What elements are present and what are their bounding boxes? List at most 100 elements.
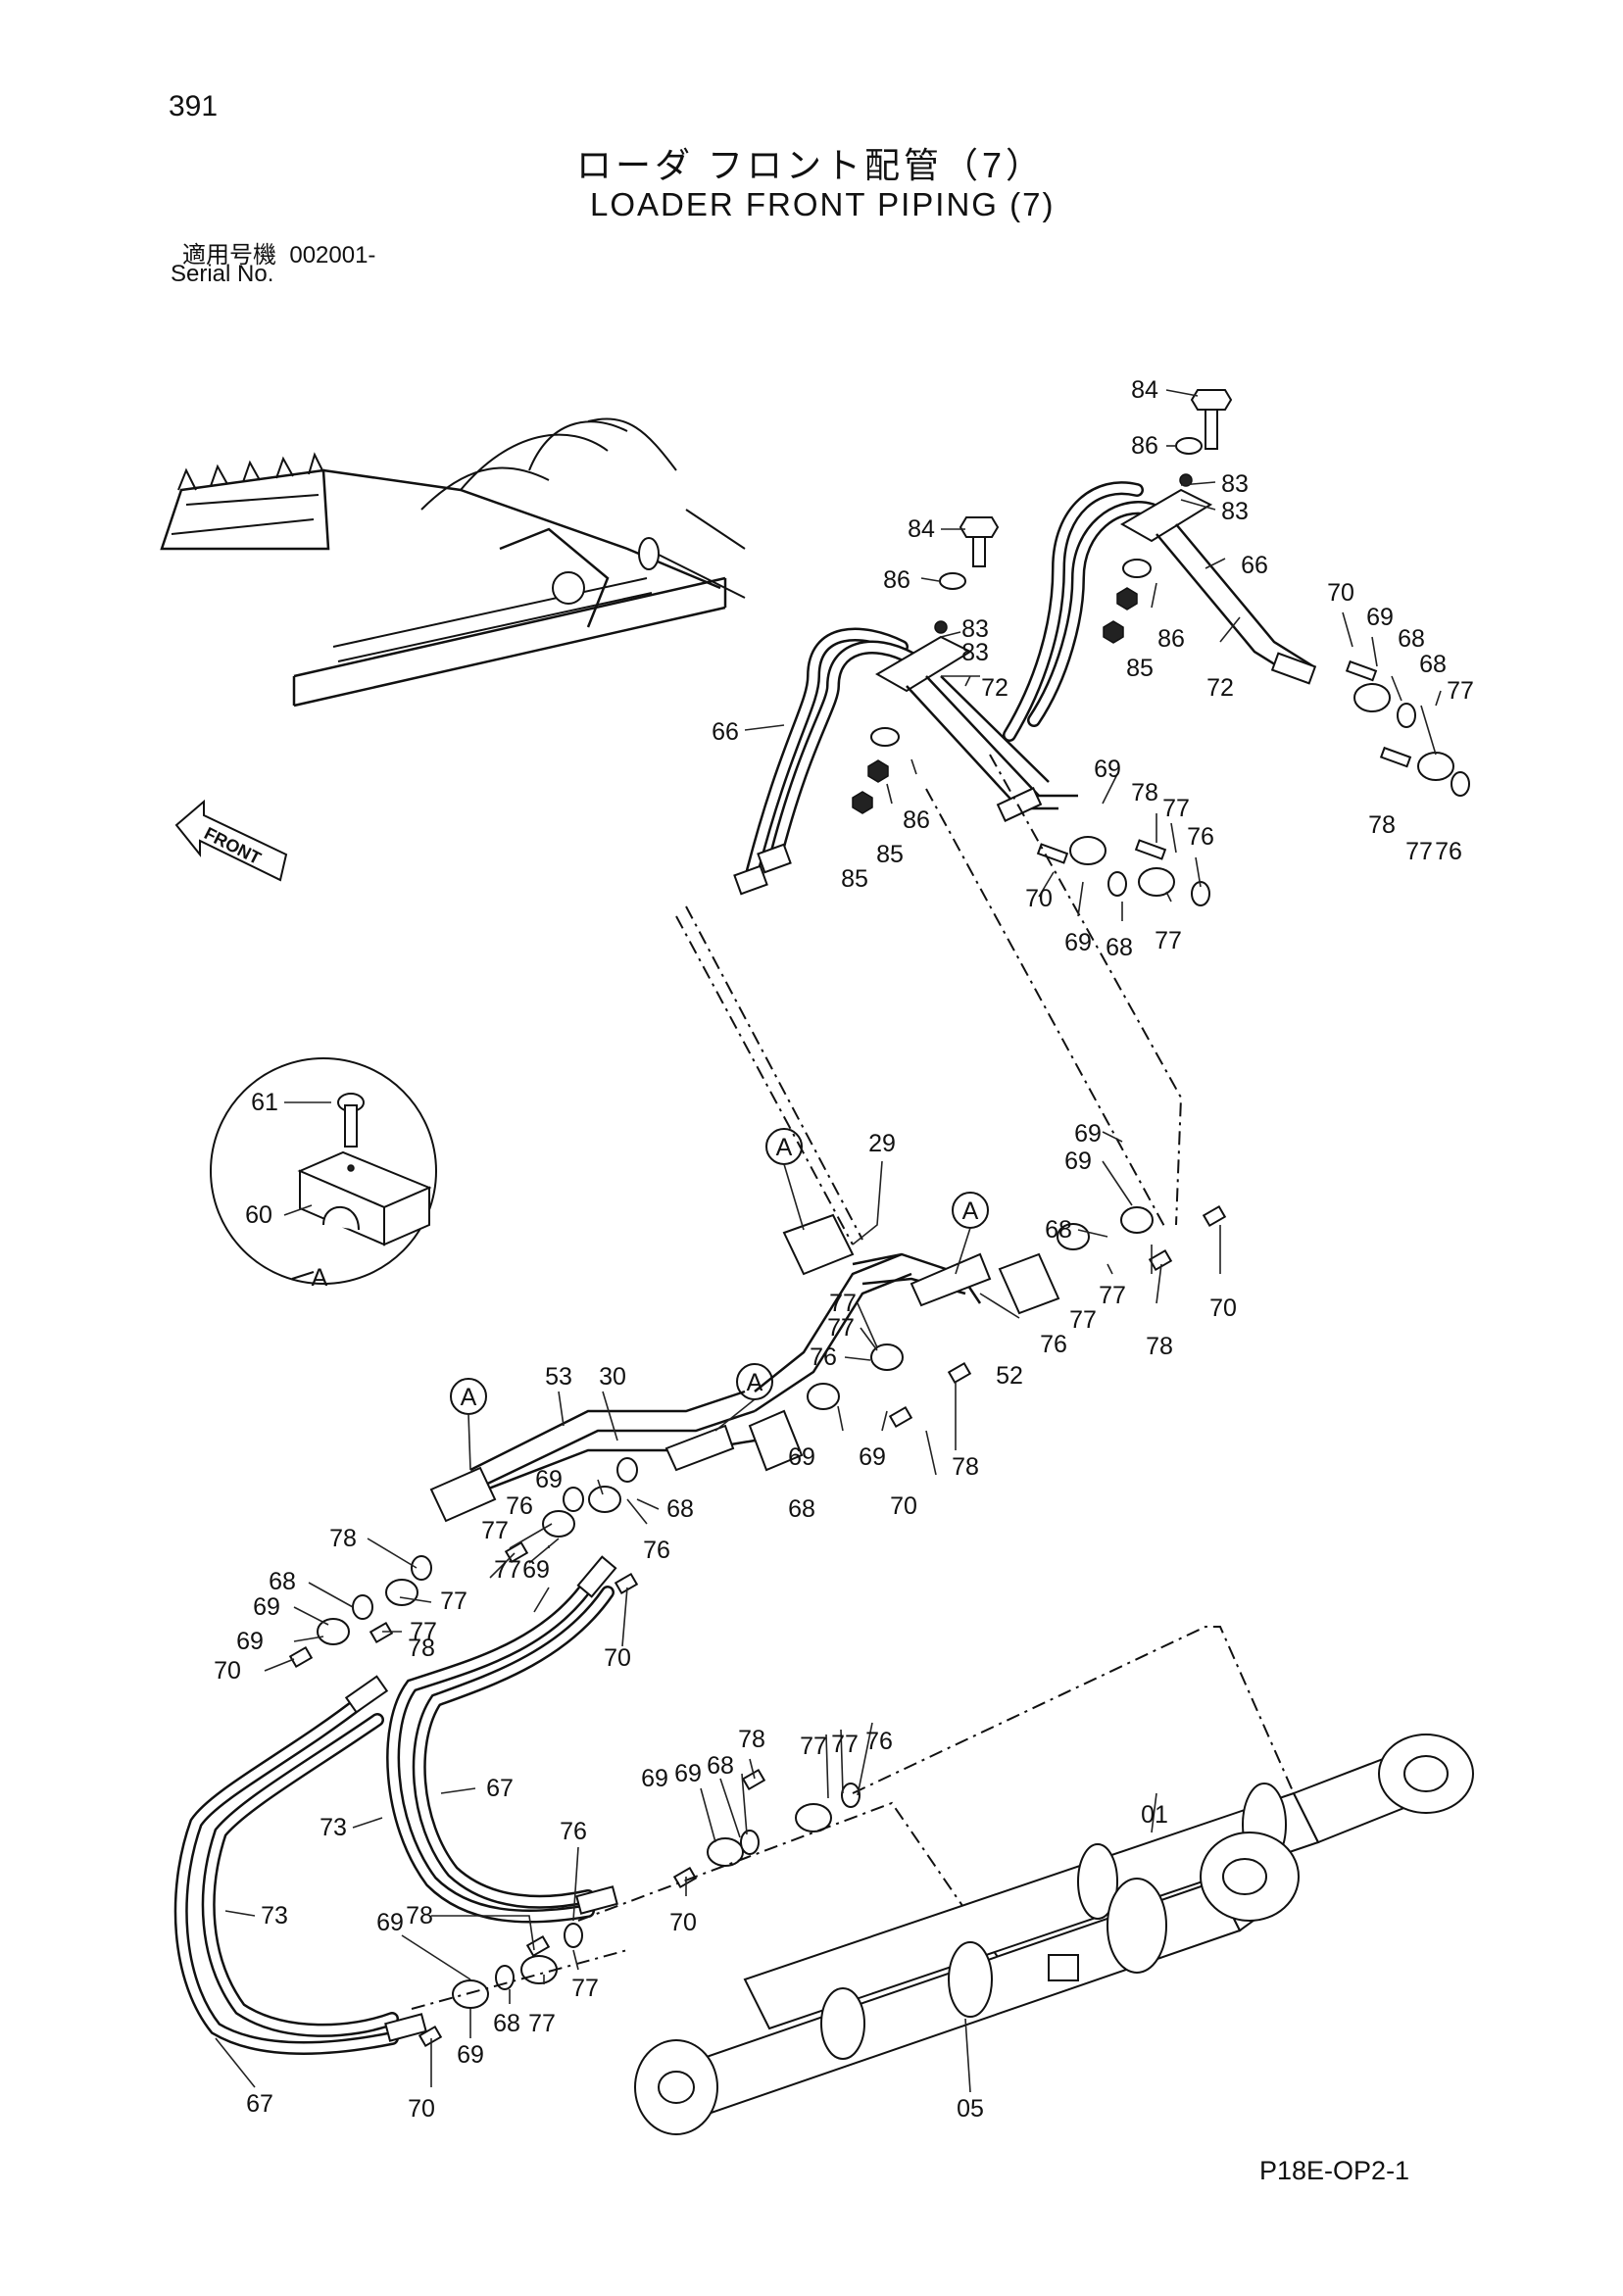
callout-label: 83 xyxy=(1221,498,1249,525)
callout-label: 86 xyxy=(1131,432,1158,460)
hydraulic-cylinders xyxy=(634,1734,1474,2135)
callout-label: 77 xyxy=(1162,795,1190,822)
lower-hoses xyxy=(173,1555,1295,2055)
callout-label: 77 xyxy=(410,1618,437,1645)
serial-number-line: 適用号機 002001- xyxy=(182,235,375,269)
callout-label: 68 xyxy=(1045,1216,1072,1244)
callout-label: 69 xyxy=(457,2041,484,2069)
callout-label: 84 xyxy=(1131,376,1158,404)
callout-label: 83 xyxy=(961,615,989,643)
callout-label: 78 xyxy=(738,1726,765,1753)
callout-label: 69 xyxy=(641,1765,668,1792)
callout-label: 83 xyxy=(961,639,989,666)
callout-label: 77 xyxy=(440,1588,467,1615)
callout-numbers: 84 86 83 83 84 66 86 70 69 83 83 86 68 6… xyxy=(214,376,1474,2123)
callout-label: 85 xyxy=(1126,655,1154,682)
callout-label: 69 xyxy=(1064,929,1092,956)
callout-label: 69 xyxy=(535,1466,563,1493)
callout-label: 69 xyxy=(674,1760,702,1787)
callout-label: 86 xyxy=(1157,625,1185,653)
callout-label: 68 xyxy=(666,1495,694,1523)
callout-label: A xyxy=(312,1264,328,1292)
callout-label: 77 xyxy=(528,2010,556,2037)
callout-label: 69 xyxy=(788,1443,815,1471)
callout-label: 77 xyxy=(827,1314,855,1342)
callout-label: 77 xyxy=(1155,927,1182,954)
callout-label: 77 xyxy=(800,1733,827,1760)
callout-label: 78 xyxy=(329,1525,357,1552)
callout-label: 86 xyxy=(883,566,910,594)
callout-label: 05 xyxy=(957,2095,984,2123)
callout-label: 76 xyxy=(560,1818,587,1845)
callout-label: 53 xyxy=(545,1363,572,1391)
section-a-markers xyxy=(450,1128,989,1471)
callout-label: 69 xyxy=(1366,604,1394,631)
callout-label: 77 xyxy=(481,1517,509,1544)
callout-leaders xyxy=(215,389,1442,2093)
drawing-code: P18E-OP2-1 xyxy=(1259,2156,1410,2185)
callout-label: 68 xyxy=(707,1752,734,1780)
callout-label: 73 xyxy=(261,1902,288,1930)
callout-label: 73 xyxy=(320,1814,347,1841)
callout-label: 77 xyxy=(571,1975,599,2002)
callout-label: 77 xyxy=(494,1556,521,1584)
callout-label: 86 xyxy=(903,806,930,834)
callout-label: 69 xyxy=(376,1909,404,1936)
callout-label: 68 xyxy=(1419,651,1447,678)
callout-label: 77 xyxy=(1069,1306,1097,1334)
callout-label: 66 xyxy=(1241,552,1268,579)
callout-label: 68 xyxy=(1106,934,1133,961)
callout-label: A xyxy=(747,1369,763,1396)
callout-label: 76 xyxy=(1040,1331,1067,1358)
upper-piping xyxy=(675,389,1470,1246)
boom-piping xyxy=(288,1204,1227,1669)
callout-label: 67 xyxy=(246,2090,273,2118)
callout-label: 60 xyxy=(245,1201,272,1229)
callout-label: 30 xyxy=(599,1363,626,1391)
callout-label: 78 xyxy=(406,1902,433,1930)
callout-label: 85 xyxy=(841,865,868,893)
callout-label: A xyxy=(962,1197,979,1225)
callout-label: 70 xyxy=(214,1657,241,1685)
callout-label: A xyxy=(461,1384,477,1411)
serial-label-english: Serial No. xyxy=(171,261,274,287)
callout-label: 70 xyxy=(890,1492,917,1520)
callout-label: 70 xyxy=(1327,579,1354,607)
callout-label: 85 xyxy=(876,841,904,868)
callout-label: 78 xyxy=(1146,1333,1173,1360)
callout-label: 68 xyxy=(788,1495,815,1523)
callout-label: 01 xyxy=(1141,1801,1168,1829)
callout-label: 69 xyxy=(1064,1148,1092,1175)
page-title-english: LOADER FRONT PIPING (7) xyxy=(590,186,1056,222)
callout-label: 70 xyxy=(1025,885,1053,912)
detail-a-view xyxy=(210,1057,437,1285)
callout-label: 29 xyxy=(868,1130,896,1157)
callout-label: 77 xyxy=(1099,1282,1126,1309)
callout-label: 68 xyxy=(1398,625,1425,653)
callout-label: 70 xyxy=(669,1909,697,1936)
callout-label: 69 xyxy=(1074,1120,1102,1148)
callout-label: 61 xyxy=(251,1089,278,1116)
loader-overview-sketch xyxy=(160,417,746,708)
callout-label: 76 xyxy=(643,1537,670,1564)
page-number: 391 xyxy=(169,90,219,122)
callout-label: 76 xyxy=(865,1728,893,1755)
callout-label: 69 xyxy=(522,1556,550,1584)
callout-label: 76 xyxy=(506,1492,533,1520)
callout-label: 68 xyxy=(269,1568,296,1595)
callout-label: 67 xyxy=(486,1775,514,1802)
callout-label: 70 xyxy=(408,2095,435,2123)
callout-label: 78 xyxy=(1368,811,1396,839)
callout-label: 72 xyxy=(1206,674,1234,702)
callout-label: 77 xyxy=(831,1731,859,1758)
callout-label: 76 xyxy=(810,1343,837,1371)
callout-label: A xyxy=(776,1134,793,1161)
callout-label: 66 xyxy=(712,718,739,746)
callout-label: 77 xyxy=(829,1290,857,1317)
callout-label: 69 xyxy=(253,1593,280,1621)
callout-label: 69 xyxy=(1094,756,1121,783)
callout-label: 70 xyxy=(1209,1295,1237,1322)
serial-value: 002001- xyxy=(289,242,376,269)
callout-label: 84 xyxy=(908,515,935,543)
